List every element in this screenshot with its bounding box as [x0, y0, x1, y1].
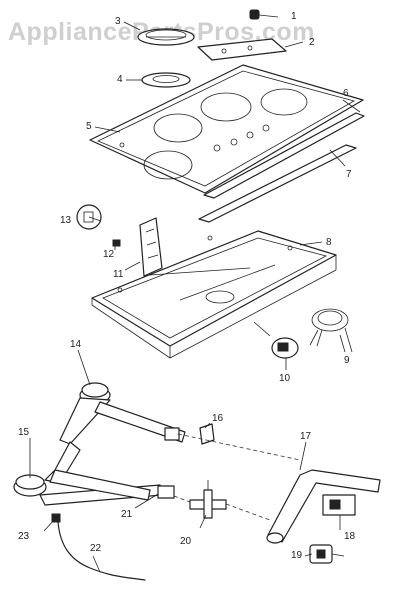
igniter-module-part [253, 321, 299, 359]
callout-20: 20 [180, 536, 192, 547]
callout-15: 15 [18, 427, 30, 438]
valve-block-part [322, 494, 356, 516]
callout-2: 2 [309, 37, 315, 48]
callout-21: 21 [121, 509, 133, 520]
small-clip-part [112, 239, 121, 247]
burner-assembly-part [13, 382, 186, 506]
burner-box-part [91, 230, 337, 359]
callout-1: 1 [291, 11, 297, 22]
callout-17: 17 [300, 431, 312, 442]
valve-tee-part [189, 480, 227, 519]
burner-bowl-part [141, 72, 191, 88]
thermocouple-part [51, 513, 146, 581]
control-clip-part [249, 9, 279, 20]
callout-6: 6 [343, 88, 349, 99]
callout-12: 12 [103, 249, 115, 260]
callout-5: 5 [86, 121, 92, 132]
callout-9: 9 [344, 355, 350, 366]
trim-strip-part [203, 112, 365, 199]
bracket-part [139, 217, 163, 277]
callout-7: 7 [346, 169, 352, 180]
callout-18: 18 [344, 531, 356, 542]
callout-13: 13 [60, 215, 72, 226]
burner-cap-part [137, 28, 195, 46]
cooktop-panel-part [89, 64, 364, 194]
callout-3: 3 [115, 16, 121, 27]
callout-16: 16 [212, 413, 224, 424]
lower-trim-strip-part [198, 144, 357, 223]
callout-8: 8 [326, 237, 332, 248]
regulator-part [309, 544, 345, 564]
wire-harness-part [309, 308, 353, 353]
callout-22: 22 [90, 543, 102, 554]
callout-19: 19 [291, 550, 303, 561]
callout-14: 14 [70, 339, 82, 350]
orifice-clip-part [199, 423, 215, 445]
manifold-tube-part [266, 469, 381, 544]
leader-lines [29, 21, 346, 573]
callout-23: 23 [18, 531, 30, 542]
callout-10: 10 [279, 373, 291, 384]
callout-4: 4 [117, 74, 123, 85]
callout-11: 11 [113, 269, 124, 280]
trim-plate-part [197, 38, 287, 61]
